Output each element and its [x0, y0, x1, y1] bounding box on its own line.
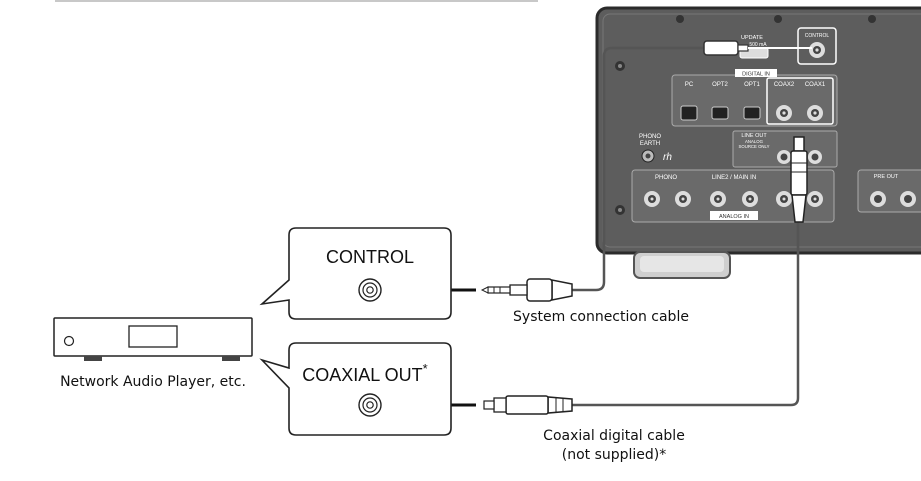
opt1-port	[743, 106, 761, 120]
update-label: UPDATE	[741, 35, 763, 41]
coaxial-callout-label: COAXIAL OUT*	[302, 361, 427, 385]
pc-label: PC	[685, 82, 694, 88]
line2-l-jack-icon	[710, 191, 726, 207]
screw-icon	[868, 15, 876, 23]
coaxial-asterisk: *	[423, 361, 428, 376]
line-out-sub2: SOURCE ONLY	[739, 144, 770, 149]
opt2-port	[711, 106, 729, 120]
phono-earth-label-line1: PHONO	[639, 134, 661, 140]
opt2-label: OPT2	[712, 82, 728, 88]
update-sublabel: 500 mA	[749, 42, 767, 48]
analog-in-label: ANALOG IN	[719, 214, 749, 220]
control-callout-label: CONTROL	[326, 247, 414, 267]
line-out-r-jack-icon	[808, 150, 822, 164]
line-out-l-jack-icon	[777, 150, 791, 164]
phono-label: PHONO	[655, 175, 677, 181]
control-jack-box	[797, 27, 837, 65]
line-out-label: LINE OUT	[741, 133, 767, 139]
rear-panel: UPDATE 500 mA CONTROL DIGITAL IN PC OPT2…	[595, 6, 921, 279]
top-divider	[55, 0, 538, 2]
power-button-icon	[63, 335, 75, 347]
line1-l-jack-icon	[776, 191, 792, 207]
line1-r-jack-icon	[807, 191, 823, 207]
coaxial-jack-callout-icon	[358, 393, 382, 417]
screw-icon	[676, 15, 684, 23]
coax1-label: COAX1	[805, 82, 826, 88]
opt1-label: OPT1	[744, 82, 760, 88]
usb-b-port	[680, 105, 698, 121]
ground-symbol-icon: rh	[663, 152, 672, 163]
system-connection-cable	[572, 46, 704, 292]
screw-icon	[615, 205, 625, 215]
line2-main-label: LINE2 / MAIN IN	[712, 175, 756, 181]
pre-out-label: PRE OUT	[874, 174, 899, 180]
earth-terminal-icon	[641, 149, 655, 163]
system-cable-caption: System connection cable	[513, 309, 689, 325]
pre-out-l-jack-icon	[870, 191, 886, 207]
control-jack-callout-icon	[358, 278, 382, 302]
digital-in-label: DIGITAL IN	[742, 72, 770, 78]
phono-l-jack-icon	[644, 191, 660, 207]
coax2-jack-icon	[776, 105, 792, 121]
mini-plug-device-icon	[480, 278, 573, 302]
analog-in-area	[631, 169, 835, 223]
device-display	[128, 325, 178, 348]
network-audio-player	[53, 317, 253, 361]
control-jack-icon	[809, 42, 825, 58]
control-callout: CONTROL	[259, 227, 452, 320]
phono-earth-label-line2: EARTH	[640, 141, 660, 147]
coax-box	[766, 77, 834, 125]
device-caption: Network Audio Player, etc.	[60, 374, 246, 390]
rca-plug-device-icon	[483, 395, 573, 415]
coax1-jack-icon	[807, 105, 823, 121]
screw-icon	[615, 61, 625, 71]
phono-r-jack-icon	[675, 191, 691, 207]
screw-icon	[774, 15, 782, 23]
coax2-label: COAX2	[774, 82, 795, 88]
rca-plug-panel-icon	[790, 136, 808, 223]
line-out-sub1: ANALOG	[745, 139, 764, 144]
line2-r-jack-icon	[742, 191, 758, 207]
panel-control-label: CONTROL	[805, 33, 830, 39]
mini-plug-panel-icon	[703, 40, 812, 56]
coax-cable-caption-line1: Coaxial digital cable	[543, 428, 685, 444]
coax-cable-caption-line2: (not supplied)*	[562, 447, 667, 463]
pre-out-r-jack-icon	[900, 191, 916, 207]
coaxial-callout: COAXIAL OUT*	[259, 342, 452, 436]
coaxial-cable	[572, 220, 800, 407]
